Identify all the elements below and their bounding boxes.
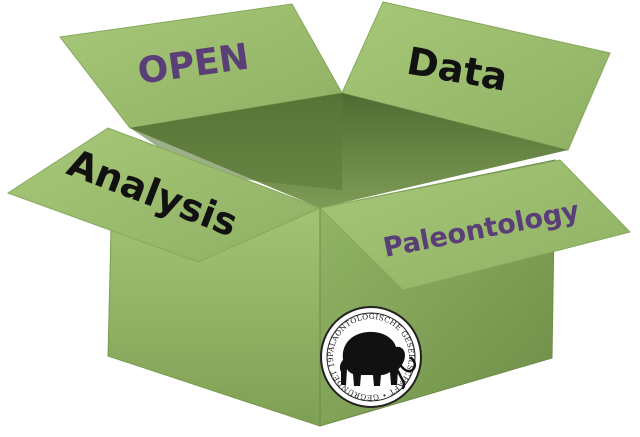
front-right-flap [318, 159, 631, 291]
box-interior-back [130, 93, 342, 190]
mammoth-icon [339, 331, 417, 390]
